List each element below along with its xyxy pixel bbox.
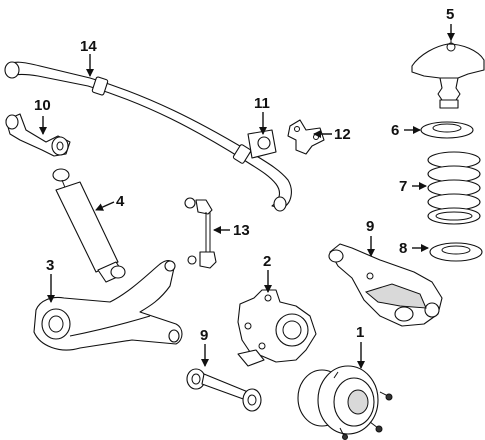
callout-label: 9	[200, 327, 208, 344]
callout-6: 6	[391, 122, 421, 139]
callout-label: 10	[34, 97, 51, 114]
hub-bearing	[297, 365, 393, 440]
lower-insulator	[429, 242, 483, 262]
stabilizer-bar	[4, 61, 292, 212]
stabilizer-bushing-link	[5, 113, 71, 157]
callout-1: 1	[356, 324, 365, 369]
knuckle	[237, 289, 317, 367]
upper-mount	[411, 30, 485, 109]
callout-label: 6	[391, 122, 399, 139]
callout-7: 7	[399, 178, 427, 195]
callout-14: 14	[80, 38, 97, 77]
bar-bushing	[247, 129, 277, 159]
callout-9-lower: 9	[200, 327, 209, 367]
callout-10: 10	[34, 97, 51, 135]
callout-label: 3	[46, 257, 54, 274]
callout-label: 9	[366, 218, 374, 235]
callout-3: 3	[46, 257, 55, 303]
callout-label: 2	[263, 253, 271, 270]
callout-label: 5	[446, 6, 454, 23]
callout-5: 5	[446, 6, 455, 41]
callout-label: 7	[399, 178, 407, 195]
callout-11: 11	[254, 95, 270, 135]
bushing-bracket	[287, 119, 325, 155]
upper-insulator	[420, 121, 474, 139]
callout-13: 13	[213, 222, 250, 239]
callout-2: 2	[263, 253, 272, 293]
callout-label: 1	[356, 324, 364, 341]
callout-12: 12	[313, 126, 351, 143]
callout-label: 4	[116, 193, 125, 210]
lower-control-arm	[328, 243, 443, 327]
coil-spring	[427, 151, 481, 225]
trailing-arm	[33, 259, 183, 351]
callout-label: 8	[399, 240, 407, 257]
callout-label: 14	[80, 38, 97, 55]
lateral-link	[186, 368, 262, 412]
shock-absorber	[52, 168, 126, 283]
callout-label: 13	[233, 222, 250, 239]
callout-9-upper: 9	[366, 218, 375, 257]
callout-4: 4	[95, 193, 125, 211]
callout-label: 11	[254, 95, 270, 112]
callout-label: 12	[334, 126, 351, 143]
stabilizer-link	[184, 197, 217, 269]
callout-8: 8	[399, 240, 429, 257]
